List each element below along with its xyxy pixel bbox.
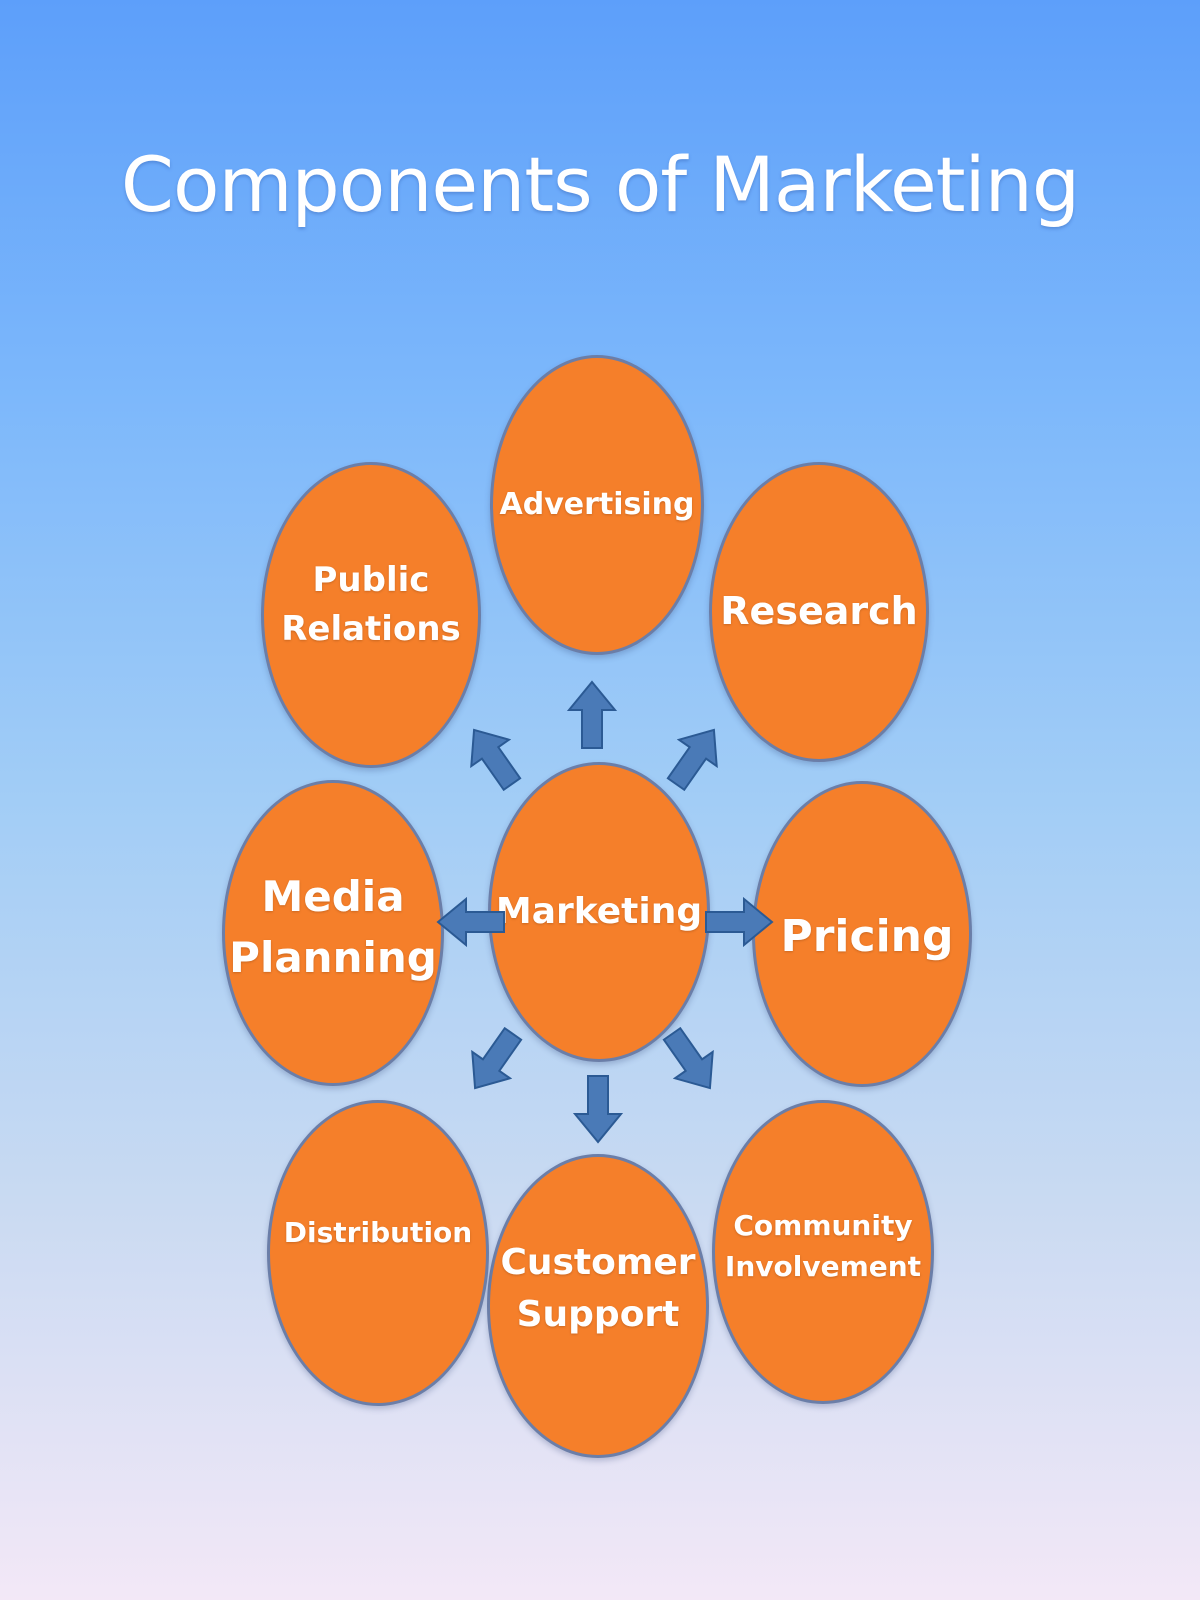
node-distribution: Distribution — [267, 1100, 489, 1406]
arrow-up-icon — [567, 680, 617, 750]
node-label: Pricing — [780, 911, 954, 963]
diagram-title: Components of Marketing — [120, 140, 1080, 229]
node-advertising: Advertising — [490, 355, 704, 655]
arrow-up-left-icon — [452, 714, 533, 800]
node-media-planning: Media Planning — [222, 780, 444, 1086]
node-research: Research — [709, 462, 929, 762]
node-label: Public Relations — [281, 559, 461, 649]
arrow-right-icon — [704, 897, 774, 947]
arrow-left-icon — [436, 897, 506, 947]
arrow-down-left-icon — [453, 1018, 534, 1104]
arrow-down-icon — [573, 1074, 623, 1144]
node-label: Marketing — [495, 890, 703, 932]
node-label: Media Planning — [229, 872, 437, 982]
node-public-relations: Public Relations — [261, 462, 481, 768]
node-label: Advertising — [499, 487, 695, 523]
node-label: Community Involvement — [724, 1209, 922, 1283]
node-label: Distribution — [283, 1215, 473, 1249]
node-pricing: Pricing — [752, 781, 972, 1087]
node-label: Customer Support — [500, 1241, 696, 1335]
arrow-up-right-icon — [654, 714, 735, 800]
node-label: Research — [720, 589, 918, 634]
node-customer-support: Customer Support — [487, 1154, 709, 1458]
node-community-involvement: Community Involvement — [712, 1100, 934, 1404]
arrow-down-right-icon — [650, 1018, 731, 1104]
node-marketing-center: Marketing — [488, 762, 710, 1062]
